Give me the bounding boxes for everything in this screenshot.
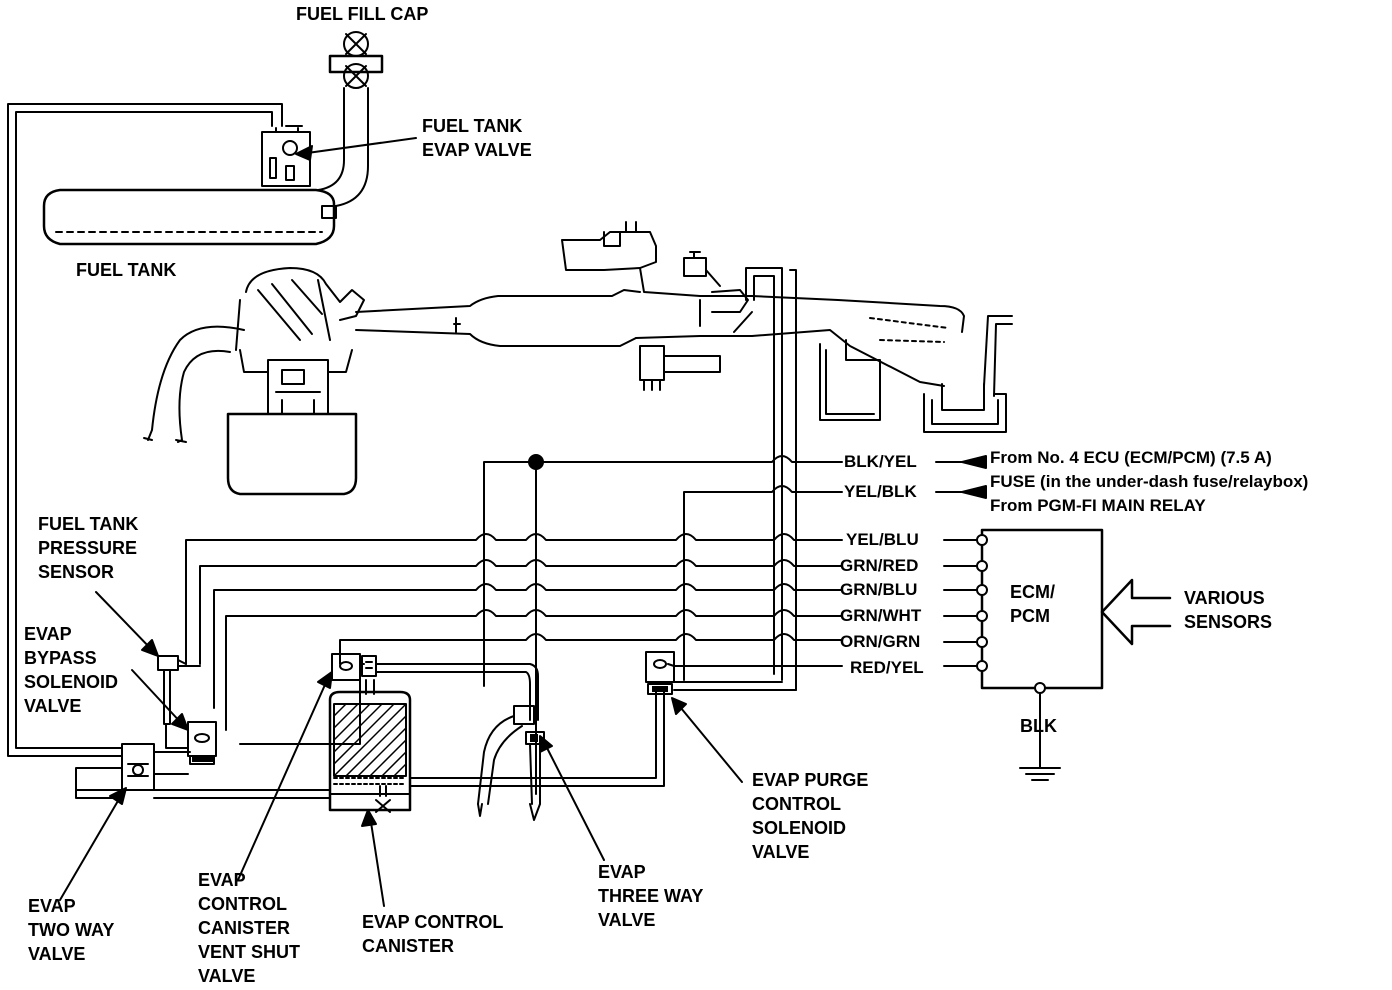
vapor-line-tank-to-two-way-valve	[7, 103, 283, 757]
ground-wire-label: BLK	[1020, 716, 1057, 736]
harness-wires	[185, 454, 843, 795]
fuel-tank-pressure-sensor-body	[157, 655, 201, 725]
fuel-fill-cap-label: FUEL FILL CAP	[296, 4, 429, 24]
fuel-tank-pressure-sensor-label: FUEL TANK PRESSURE SENSOR	[38, 514, 139, 582]
canister-vent-shut-valve-body	[331, 653, 539, 721]
wire-label-orn-grn: ORN/GRN	[840, 632, 921, 651]
evap-three-way-valve-body	[477, 705, 545, 821]
wire-label-connectors	[935, 455, 987, 499]
wire-label-yel-blk: YEL/BLK	[844, 482, 917, 501]
engine-assembly	[143, 267, 365, 496]
evap-purge-control-solenoid-valve-label: EVAP PURGE CONTROL SOLENOID VALVE	[752, 770, 869, 862]
wire-label-blk-yel: BLK/YEL	[844, 452, 917, 471]
fuel-tank-shape	[42, 188, 337, 246]
leader-arrows	[59, 137, 743, 907]
ecu-fuse-source-line1: From No. 4 ECU (ECM/PCM) (7.5 A)	[990, 448, 1272, 467]
fuel-fill-cap-symbol	[328, 31, 384, 89]
wire-label-red-yel: RED/YEL	[850, 658, 924, 677]
intake-duct	[355, 221, 1013, 691]
evap-bypass-solenoid-valve-label: EVAP BYPASS SOLENOID VALVE	[24, 624, 119, 716]
evap-control-canister-vent-shut-valve-label: EVAP CONTROL CANISTER VENT SHUT VALVE	[198, 870, 301, 986]
evap-two-way-valve-body	[75, 743, 191, 799]
fuel-tank-evap-valve-body	[261, 125, 311, 187]
various-sensors-label: VARIOUS SENSORS	[1184, 588, 1273, 632]
evap-control-canister-body	[328, 690, 412, 813]
wire-label-grn-blu: GRN/BLU	[840, 580, 918, 599]
wire-label-yel-blu: YEL/BLU	[846, 530, 919, 549]
evap-three-way-valve-label: EVAP THREE WAY VALVE	[598, 862, 704, 930]
fuel-tank-label: FUEL TANK	[76, 260, 177, 280]
ecu-fuse-source-line2: FUSE (in the under-dash fuse/relaybox)	[990, 472, 1309, 491]
pgm-fi-relay-source: From PGM-FI MAIN RELAY	[990, 496, 1206, 515]
ecm-pcm-box	[943, 528, 1104, 694]
evap-purge-control-solenoid-valve-body	[645, 651, 797, 695]
wire-label-grn-wht: GRN/WHT	[840, 606, 922, 625]
wire-label-grn-red: GRN/RED	[840, 556, 919, 575]
ecm-pcm-label: ECM/ PCM	[1010, 582, 1055, 626]
evap-bypass-solenoid-valve-body	[165, 721, 217, 765]
filler-neck	[309, 87, 369, 207]
ground-symbol	[1019, 693, 1061, 781]
evap-control-canister-label: EVAP CONTROL CANISTER	[362, 912, 504, 956]
fuel-tank-evap-valve-label: FUEL TANK EVAP VALVE	[422, 116, 532, 160]
various-sensors-arrow	[1100, 578, 1172, 646]
evap-two-way-valve-label: EVAP TWO WAY VALVE	[28, 896, 115, 964]
